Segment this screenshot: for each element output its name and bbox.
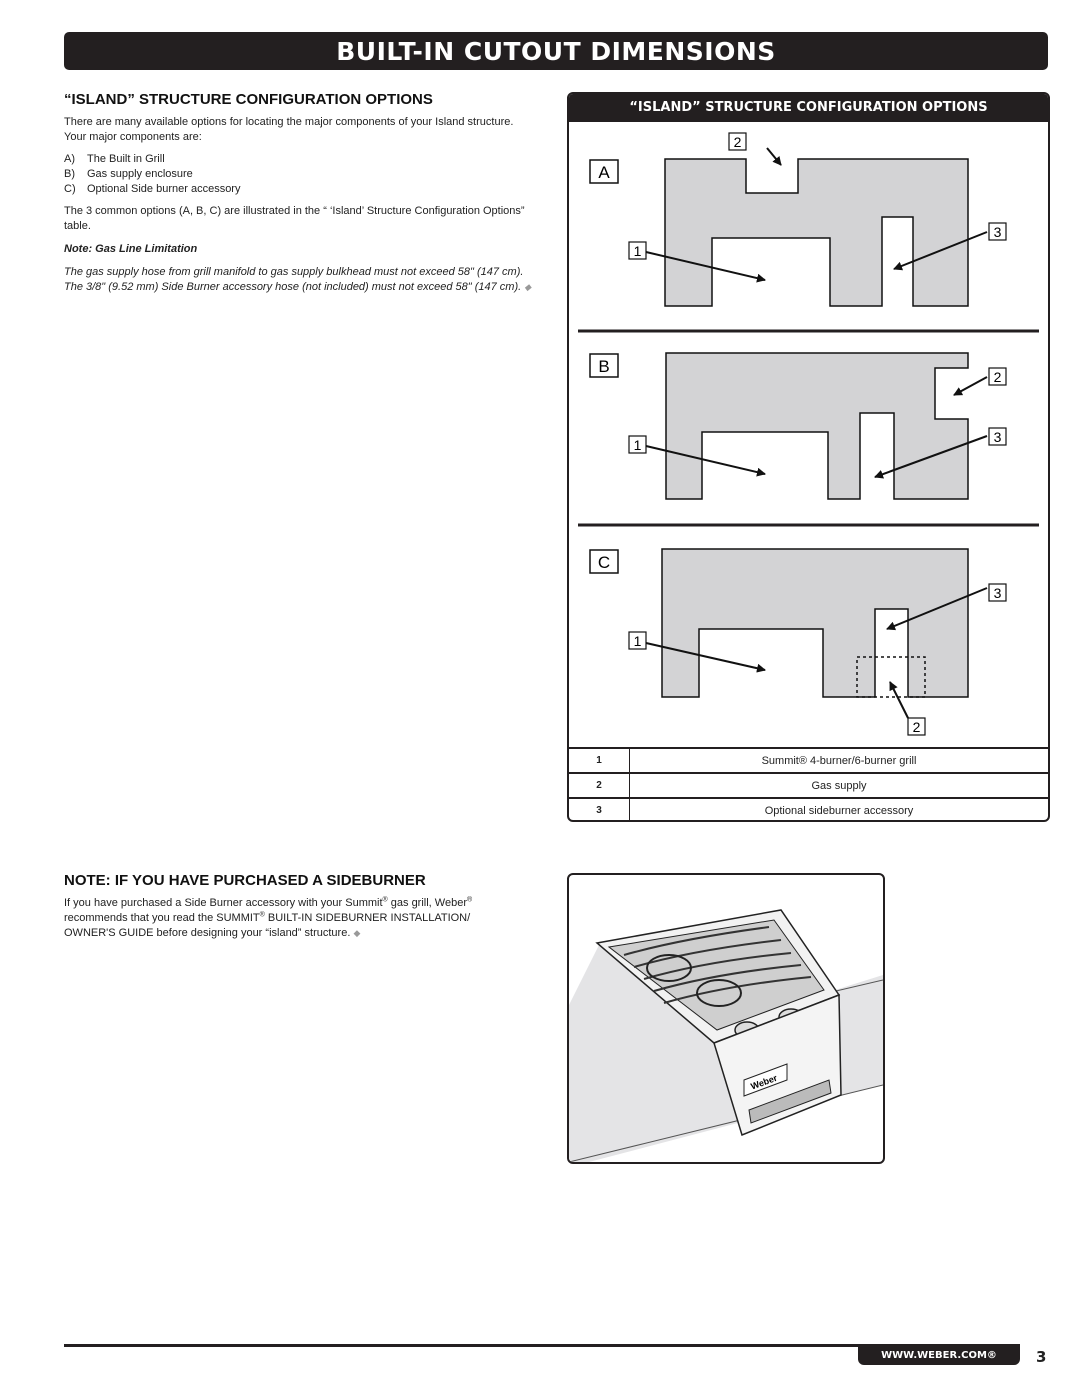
list-item: A)The Built in Grill	[64, 153, 165, 165]
table-row: 2 Gas supply	[569, 772, 1048, 798]
list-item: C)Optional Side burner accessory	[64, 183, 241, 195]
option-c-diagram: C 3 1 2	[589, 548, 1007, 736]
legend-description: Summit® 4-burner/6-burner grill	[629, 747, 1048, 773]
callout-arrow	[893, 231, 988, 271]
config-panel-title: “ISLAND” STRUCTURE CONFIGURATION OPTIONS	[569, 94, 1048, 122]
callout-box	[988, 427, 1007, 446]
option-label-box	[589, 549, 619, 574]
legend-number: 2	[569, 772, 630, 798]
note-text: The gas supply hose from grill manifold …	[64, 266, 532, 293]
callout-box	[988, 367, 1007, 386]
option-label-box	[589, 159, 619, 184]
sideburner-illustration: Weber	[567, 873, 885, 1164]
callout-box	[988, 222, 1007, 241]
website-link[interactable]: WWW.WEBER.COM®	[858, 1347, 1020, 1365]
callout-box	[988, 583, 1007, 602]
callout-arrow	[886, 587, 988, 631]
option-label-box	[589, 353, 619, 378]
callout-one: 1	[634, 243, 642, 259]
callout-three: 3	[994, 585, 1002, 601]
callout-two: 2	[734, 134, 742, 150]
island-structure-shape	[661, 548, 969, 698]
end-mark-icon: ◆	[524, 282, 532, 292]
vent-grille	[748, 1079, 832, 1124]
legend-description: Optional sideburner accessory	[629, 797, 1048, 820]
list-item: B)Gas supply enclosure	[64, 168, 193, 180]
option-b-label: B	[598, 357, 609, 376]
legend-description: Gas supply	[629, 772, 1048, 798]
page-number: 3	[1036, 1348, 1047, 1366]
callout-arrow	[889, 681, 909, 719]
end-mark-icon: ◆	[353, 928, 361, 938]
island-section-heading: “ISLAND” STRUCTURE CONFIGURATION OPTIONS	[64, 91, 433, 108]
callout-box	[628, 435, 647, 454]
island-structure-shape	[665, 352, 969, 500]
callout-arrow	[874, 435, 988, 479]
component-legend-table: 1 Summit® 4-burner/6-burner grill 2 Gas …	[569, 747, 1048, 820]
callout-arrow	[766, 147, 782, 166]
option-c-label: C	[598, 553, 610, 572]
weber-logo-plate	[743, 1063, 788, 1097]
burner-ring	[646, 954, 692, 982]
callout-one: 1	[634, 437, 642, 453]
callout-two: 2	[994, 369, 1002, 385]
note-title: Note: Gas Line Limitation	[64, 243, 198, 255]
legend-number: 1	[569, 747, 630, 773]
burner-grates	[623, 926, 812, 1004]
callout-box	[628, 241, 647, 260]
options-text: The 3 common options (A, B, C) are illus…	[64, 205, 525, 232]
island-intro-text: There are many available options for loc…	[64, 116, 514, 143]
callout-arrow	[645, 445, 766, 477]
island-structure-shape	[664, 158, 969, 307]
callout-three: 3	[994, 224, 1002, 240]
option-a-diagram: A 2 1 3	[589, 132, 1007, 307]
callout-box	[728, 132, 747, 151]
footer-rule	[64, 1344, 1020, 1347]
burner-grate-area	[607, 919, 825, 1031]
callout-one: 1	[634, 633, 642, 649]
legend-number: 3	[569, 797, 630, 820]
callout-arrow	[645, 642, 766, 673]
option-a-label: A	[598, 163, 610, 182]
callout-arrow	[953, 376, 988, 396]
burner-ring	[696, 979, 742, 1007]
callout-box	[628, 631, 647, 650]
table-row: 3 Optional sideburner accessory	[569, 797, 1048, 820]
sideburner-drawing: Weber	[569, 909, 883, 1162]
config-diagram: A 2 1 3 B 2 1 3	[578, 132, 1039, 736]
callout-three: 3	[994, 429, 1002, 445]
callout-box	[907, 717, 926, 736]
sideburner-text: If you have purchased a Side Burner acce…	[64, 896, 473, 939]
sideburner-section-heading: NOTE: IF YOU HAVE PURCHASED A SIDEBURNER	[64, 872, 426, 889]
option-b-diagram: B 2 1 3	[589, 352, 1007, 500]
table-row: 1 Summit® 4-burner/6-burner grill	[569, 747, 1048, 773]
callout-two: 2	[913, 719, 921, 735]
components-list: A)The Built in Grill B)Gas supply enclos…	[64, 152, 240, 197]
page-banner-title: BUILT-IN CUTOUT DIMENSIONS	[64, 32, 1048, 70]
config-options-panel: “ISLAND” STRUCTURE CONFIGURATION OPTIONS…	[567, 92, 1050, 822]
callout-arrow	[645, 251, 766, 283]
